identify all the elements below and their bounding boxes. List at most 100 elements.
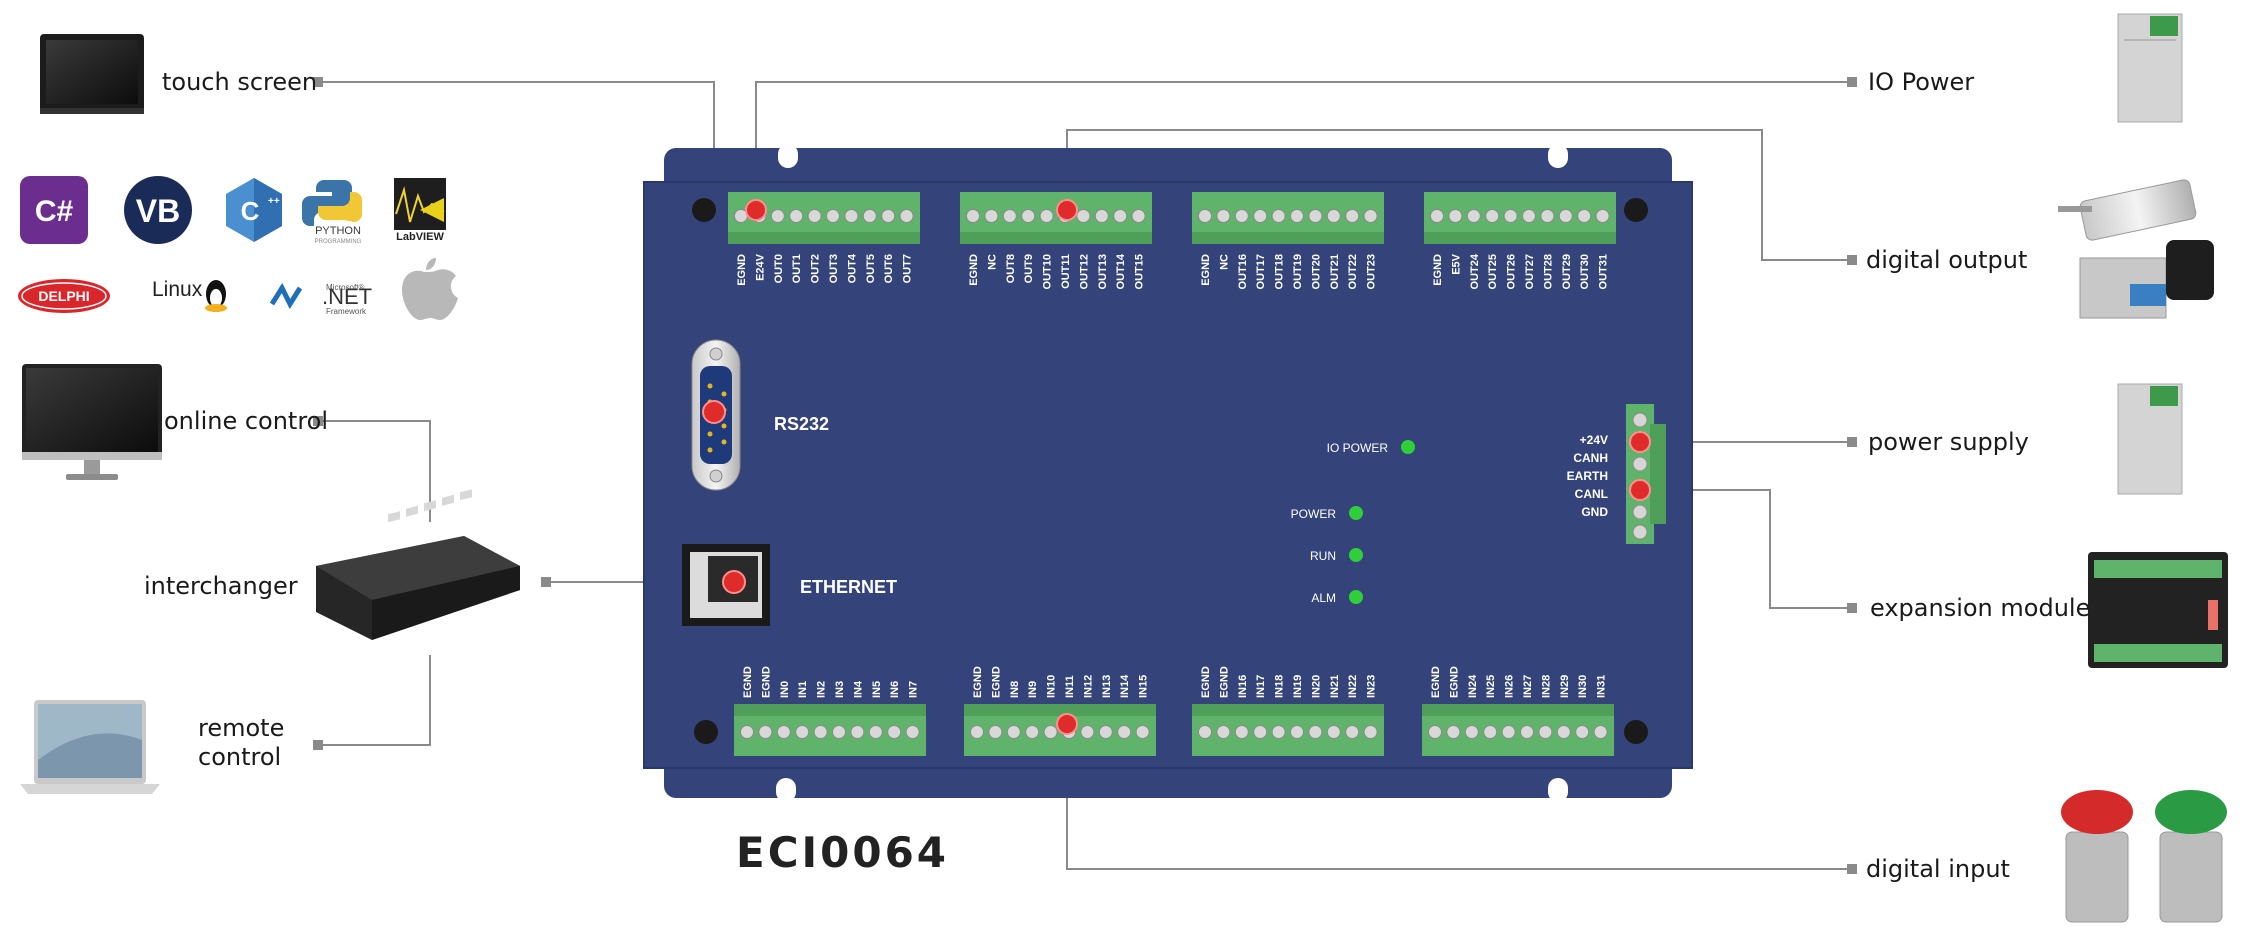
terminal-screw [1253, 209, 1268, 223]
terminal-screw [1428, 725, 1442, 739]
pin-label-in13: IN13 [1101, 675, 1113, 698]
line-expansion-module [1640, 489, 1852, 609]
touch-screen-label: touch screen [162, 68, 318, 96]
remote-control-label-line2: control [198, 743, 282, 771]
terminal-screw [1446, 725, 1461, 739]
pin-label-out0: OUT0 [773, 254, 785, 283]
terminal-screw [1113, 209, 1128, 223]
connection-markers [745, 199, 1078, 735]
terminal-screw [970, 725, 984, 739]
terminal-screw [1080, 725, 1095, 739]
touch-screen-device [40, 34, 144, 114]
svg-text:PROGRAMMING: PROGRAMMING [315, 239, 362, 245]
terminal-screw [832, 725, 846, 739]
pin-label-out3: OUT3 [828, 254, 840, 283]
pin-label-egnd: EGND [968, 254, 980, 286]
rs232-connector [691, 339, 741, 491]
terminal-screw [1485, 209, 1500, 223]
expansion-module-label: expansion module [1870, 594, 2091, 622]
ethernet-label: ETHERNET [800, 577, 897, 597]
pin-label-out25: OUT25 [1487, 254, 1499, 289]
pin-label-in10: IN10 [1046, 675, 1058, 698]
terminal-screw [1039, 209, 1054, 223]
pin-label-in17: IN17 [1255, 675, 1267, 698]
language-logos: C# VB C ++ PYTHON PROGRAMMING LabVIEW [18, 176, 458, 320]
pin-label-out30: OUT30 [1579, 254, 1591, 289]
svg-text:CANH: CANH [1573, 451, 1608, 465]
line-remote-control [318, 655, 431, 746]
terminal-screw [1216, 209, 1231, 223]
line-online-control [318, 420, 431, 522]
pin-label-out7: OUT7 [902, 254, 914, 283]
terminal-screw [1290, 209, 1304, 223]
power-terminal [1626, 404, 1666, 544]
pin-label-out4: OUT4 [846, 253, 858, 283]
pin-label-in25: IN25 [1485, 675, 1497, 698]
pin-label-in27: IN27 [1522, 675, 1534, 698]
io-power-led [1401, 440, 1415, 454]
terminal-screw [776, 725, 791, 739]
pin-label-egnd: EGND [760, 666, 772, 698]
terminal-screw [1308, 725, 1323, 739]
pin-label-out6: OUT6 [883, 254, 895, 283]
terminal-screw [740, 725, 754, 739]
pin-label-in24: IN24 [1467, 674, 1479, 698]
pin-label-in19: IN19 [1292, 675, 1304, 698]
svg-text:C: C [241, 196, 260, 226]
terminal-screw [887, 725, 902, 739]
pin-label-egnd: EGND [972, 666, 984, 698]
pin-label-out5: OUT5 [865, 254, 877, 283]
svg-text:EARTH: EARTH [1567, 469, 1608, 483]
terminal-screw [1345, 725, 1360, 739]
terminal-screw [1290, 725, 1304, 739]
terminal-screw [1577, 209, 1592, 223]
pin-label-in12: IN12 [1082, 675, 1094, 698]
pin-label-out11: OUT11 [1060, 254, 1072, 289]
svg-text:PYTHON: PYTHON [315, 225, 361, 237]
pin-label-in21: IN21 [1329, 675, 1341, 698]
cplusplus-icon: C ++ [226, 178, 282, 242]
terminal-screw [1002, 209, 1017, 223]
alm-led-label: ALM [1311, 591, 1336, 605]
terminal-screw [1025, 725, 1040, 739]
pin-label-nc: NC [1218, 254, 1230, 270]
pin-label-out29: OUT29 [1561, 254, 1573, 289]
pin-label-out22: OUT22 [1347, 254, 1359, 289]
labview-icon: LabVIEW [394, 178, 446, 243]
rs232-label: RS232 [774, 414, 829, 434]
pin-label-out20: OUT20 [1310, 254, 1322, 289]
pin-label-in0: IN0 [779, 681, 791, 698]
terminal-screw [770, 209, 785, 223]
svg-text:Framework: Framework [326, 307, 367, 316]
status-leds: IO POWER POWER RUN ALM [1291, 440, 1415, 605]
pin-label-e5v: E5V [1450, 253, 1462, 274]
terminal-screw [1006, 725, 1021, 739]
terminal-screw [988, 725, 1003, 739]
power-supply-device [2117, 383, 2183, 495]
pin-label-egnd: EGND [1200, 254, 1212, 286]
terminal-screw [1520, 725, 1534, 739]
terminal-screw [1430, 209, 1444, 223]
pin-label-out10: OUT10 [1042, 254, 1054, 289]
io-power-label: IO Power [1868, 68, 1975, 96]
terminal-screw [850, 725, 865, 739]
terminal-screw [905, 725, 920, 739]
interchanger-label: interchanger [144, 572, 298, 600]
terminal-screw [1595, 209, 1610, 223]
io-power-led-label: IO POWER [1327, 441, 1389, 455]
terminal-screw [1308, 209, 1323, 223]
connector-end-squares [313, 77, 1857, 874]
pin-label-out31: OUT31 [1598, 254, 1610, 289]
svg-text:++: ++ [268, 196, 280, 207]
power-led-label: POWER [1291, 507, 1337, 521]
terminal-screw [1363, 209, 1378, 223]
terminal-screw [795, 725, 810, 739]
pin-label-in1: IN1 [797, 681, 809, 698]
online-control-label: online control [164, 407, 329, 435]
interchanger-switch [316, 489, 520, 640]
terminal-screw [1021, 209, 1036, 223]
